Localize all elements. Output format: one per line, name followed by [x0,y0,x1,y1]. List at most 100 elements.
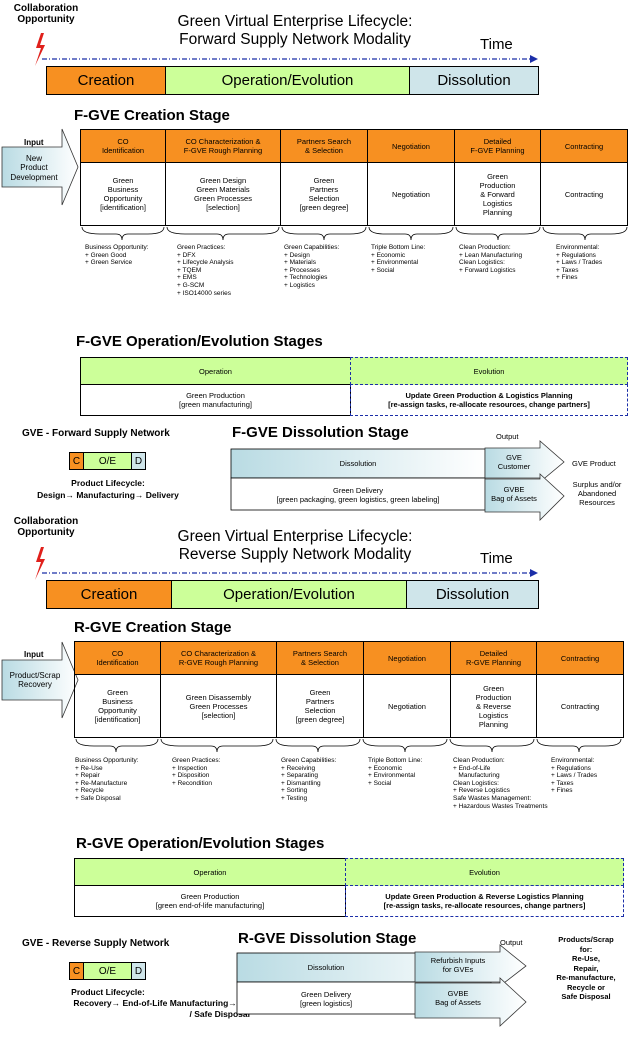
forward-stage-header-1: CO Identification [80,129,166,163]
reverse-timeline-arrow [42,569,538,577]
reverse-creation-title: R-GVE Creation Stage [74,619,232,636]
reverse-detail-4: Triple Bottom Line: + Economic + Environ… [368,757,423,787]
reverse-stage-header-1: CO Identification [74,641,161,675]
forward-plc-title: Product Lifecycle: [71,478,145,488]
reverse-dissolution-label: Dissolution [307,963,345,972]
lightning-bolt-icon [35,33,45,66]
reverse-detail-5: Clean Production: + End-of-Life Manufact… [453,757,548,810]
reverse-output-bag-of-assets: GVBE Bag of Assets [435,989,481,1007]
reverse-detail-2: Green Practices: + Inspection + Disposit… [172,757,221,787]
forward-detail-2: Green Practices: + DFX + Lifecycle Analy… [177,244,234,297]
reverse-opev-title: R-GVE Operation/Evolution Stages [76,835,325,852]
reverse-network-title: GVE - Reverse Supply Network [22,938,170,949]
forward-output-product-text: GVE Product [572,459,616,468]
forward-detail-1: Business Opportunity: + Green Good + Gre… [85,244,149,267]
reverse-output-products-text: Products/Scrap for: Re-Use, Repair, Re-m… [556,935,616,1001]
forward-stage-body-4: Negotiation [367,162,455,226]
reverse-evolution-header: Evolution [345,858,624,886]
reverse-dissolution-title: R-GVE Dissolution Stage [238,930,417,947]
forward-detail-braces [81,226,628,241]
reverse-operation-header: Operation [74,858,346,886]
reverse-mini-dissolution: D [131,962,146,980]
collaboration-opportunity-label: Collaboration Opportunity [13,3,79,25]
forward-stage-header-4: Negotiation [367,129,455,163]
reverse-dissolution-body: Green Delivery [green logistics] [299,989,353,1008]
forward-phase-dissolution: Dissolution [409,66,539,95]
forward-stage-body-6: Contracting [540,162,628,226]
reverse-phase-dissolution: Dissolution [406,580,539,609]
forward-plc-text: Design→ Manufacturing→ Delivery [37,490,179,500]
forward-stage-body-5: Green Production & Forward Logistics Pla… [454,162,541,226]
forward-detail-5: Clean Production: + Lean Manufacturing C… [459,244,523,274]
reverse-evolution-body: Update Green Production & Reverse Logist… [345,885,624,917]
reverse-detail-1: Business Opportunity: + Re-Use + Repair … [75,757,139,802]
reverse-mini-creation: C [69,962,84,980]
forward-input-text: New Product Development [10,153,58,182]
forward-dissolution-label: Dissolution [339,459,377,468]
forward-detail-4: Triple Bottom Line: + Economic + Environ… [371,244,426,274]
reverse-stage-header-6: Contracting [536,641,624,675]
reverse-detail-6: Environmental: + Regulations + Laws / Tr… [551,757,598,795]
reverse-collaboration-opportunity-label: Collaboration Opportunity [13,516,79,538]
forward-output-label: Output [496,432,519,441]
reverse-stage-body-6: Contracting [536,674,624,738]
forward-dissolution-body: Green Delivery [green packaging, green l… [276,485,440,504]
reverse-stage-body-3: Green Partners Selection [green degree] [276,674,364,738]
forward-timeline-arrow [42,55,538,63]
forward-stage-header-2: CO Characterization & F-GVE Rough Planni… [165,129,281,163]
reverse-detail-3: Green Capabilities: + Receiving + Separa… [281,757,337,802]
reverse-stage-body-2: Green Disassembly Green Processes [selec… [160,674,277,738]
reverse-mini-opev: O/E [83,962,132,980]
reverse-stage-body-4: Negotiation [363,674,451,738]
forward-output-surplus-text: Surplus and/or Abandoned Resources [572,480,622,507]
forward-dissolution-block [230,448,486,511]
forward-detail-6: Environmental: + Regulations + Laws / Tr… [556,244,603,282]
forward-evolution-body: Update Green Production & Logistics Plan… [350,384,628,416]
forward-mini-opev: O/E [83,452,132,470]
reverse-detail-braces [75,738,622,753]
reverse-stage-body-5: Green Production & Reverse Logistics Pla… [450,674,537,738]
reverse-input-text: Product/Scrap Recovery [9,670,61,690]
reverse-stage-header-5: Detailed R-GVE Planning [450,641,537,675]
forward-phase-operation: Operation/Evolution [165,66,410,95]
forward-input-label: Input [24,138,44,147]
forward-stage-header-5: Detailed F-GVE Planning [454,129,541,163]
reverse-plc-title: Product Lifecycle: [71,987,145,997]
reverse-output-arrows [414,944,527,1027]
forward-stage-body-3: Green Partners Selection [green degree] [280,162,368,226]
forward-output-arrows [484,440,565,521]
reverse-title: Green Virtual Enterprise Lifecycle: Reve… [177,528,413,563]
forward-dissolution-title: F-GVE Dissolution Stage [232,424,409,441]
reverse-phase-creation: Creation [46,580,172,609]
reverse-time-label: Time [480,550,513,567]
forward-mini-creation: C [69,452,84,470]
forward-output-customer: GVE Customer [497,453,531,471]
forward-evolution-header: Evolution [350,357,628,385]
reverse-input-label: Input [24,650,44,659]
forward-operation-body: Green Production [green manufacturing] [80,384,351,416]
reverse-stage-header-2: CO Characterization & R-GVE Rough Planni… [160,641,277,675]
forward-operation-header: Operation [80,357,351,385]
forward-opev-title: F-GVE Operation/Evolution Stages [76,333,323,350]
forward-mini-dissolution: D [131,452,146,470]
forward-input-arrow [1,128,79,206]
forward-network-title: GVE - Forward Supply Network [22,428,170,439]
reverse-operation-body: Green Production [green end-of-life manu… [74,885,346,917]
reverse-output-label: Output [500,938,523,947]
reverse-stage-body-1: Green Business Opportunity [identificati… [74,674,161,738]
forward-stage-header-6: Contracting [540,129,628,163]
reverse-stage-header-4: Negotiation [363,641,451,675]
forward-title: Green Virtual Enterprise Lifecycle: Forw… [177,13,413,48]
reverse-phase-operation: Operation/Evolution [171,580,407,609]
reverse-stage-header-3: Partners Search & Selection [276,641,364,675]
forward-output-bag-of-assets: GVBE Bag of Assets [491,485,537,503]
reverse-input-arrow [1,641,79,719]
reverse-output-refurbish: Refurbish Inputs for GVEs [430,956,486,974]
forward-detail-3: Green Capabilities: + Design + Materials… [284,244,340,289]
reverse-plc-text: Recovery→ End-of-Life Manufacturing→ 4R … [73,998,250,1019]
forward-phase-creation: Creation [46,66,166,95]
forward-stage-body-2: Green Design Green Materials Green Proce… [165,162,281,226]
forward-time-label: Time [480,36,513,53]
forward-stage-header-3: Partners Search & Selection [280,129,368,163]
